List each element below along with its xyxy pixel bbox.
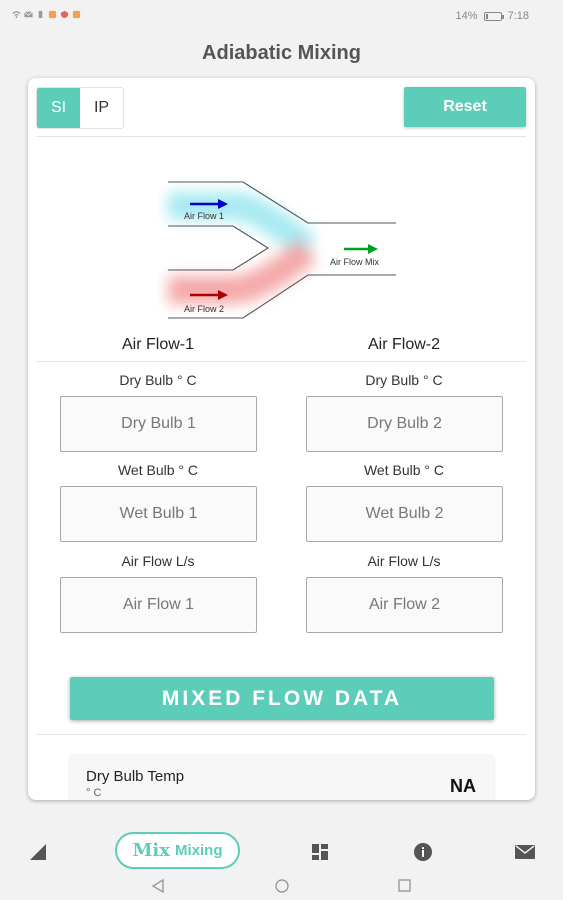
wet-bulb-2-input[interactable]: Wet Bulb 2 (306, 486, 503, 542)
clock: 7:18 (507, 10, 529, 22)
divider (36, 136, 526, 137)
air-flow-label: Air Flow L/s (367, 553, 441, 569)
ip-unit-button[interactable]: IP (80, 88, 123, 128)
mail-icon (24, 11, 33, 18)
unit-toggle: SI IP (36, 87, 124, 129)
triangle-icon[interactable] (26, 840, 50, 864)
info-icon[interactable] (411, 840, 435, 864)
mix-logo: Mix (132, 840, 171, 861)
nav-mixing-tab[interactable]: Mix Mixing (115, 832, 240, 869)
dry-bulb-label: Dry Bulb ° C (119, 372, 197, 388)
main-card: SI IP Reset Air Flow 1 Air Flow 2 Air Fl… (28, 78, 535, 800)
arrow-head-icon (368, 244, 378, 254)
flow1-diagram-label: Air Flow 1 (184, 211, 224, 221)
divider (36, 361, 526, 362)
mixed-flow-data-button[interactable]: MIXED FLOW DATA (70, 677, 494, 720)
air-flow-2-input[interactable]: Air Flow 2 (306, 577, 503, 633)
vpn-icon (60, 10, 69, 19)
app-icon (48, 10, 57, 19)
battery-level (485, 13, 488, 19)
notification-icons (12, 10, 81, 19)
dry-bulb-label: Dry Bulb ° C (365, 372, 443, 388)
result-unit: ° C (86, 787, 102, 799)
result-card: Dry Bulb Temp ° C NA (70, 754, 494, 800)
arrow-head-icon (218, 199, 228, 209)
wet-bulb-label: Wet Bulb ° C (363, 462, 445, 478)
home-icon[interactable] (275, 879, 289, 893)
sim-icon (38, 10, 43, 19)
air-flow-label: Air Flow L/s (121, 553, 195, 569)
bottom-nav: Mix Mixing (0, 820, 563, 880)
wet-bulb-label: Wet Bulb ° C (117, 462, 199, 478)
back-icon[interactable] (151, 878, 164, 894)
dry-bulb-1-input[interactable]: Dry Bulb 1 (60, 396, 257, 452)
wet-bulb-1-input[interactable]: Wet Bulb 1 (60, 486, 257, 542)
result-label: Dry Bulb Temp (86, 768, 185, 785)
mixing-diagram: Air Flow 1 Air Flow 2 Air Flow Mix (168, 181, 396, 319)
flow2-diagram-label: Air Flow 2 (184, 304, 224, 314)
status-right: 14% 7:18 (456, 10, 529, 22)
mail-icon[interactable] (513, 840, 537, 864)
result-value: NA (450, 776, 476, 796)
recents-icon[interactable] (398, 879, 411, 892)
status-bar: 14% 7:18 (0, 0, 563, 32)
dry-bulb-2-input[interactable]: Dry Bulb 2 (306, 396, 503, 452)
divider (36, 734, 526, 735)
flow2-header: Air Flow-2 (367, 336, 440, 353)
grid-icon[interactable] (308, 840, 332, 864)
nav-mixing-label: Mixing (175, 842, 223, 859)
app-icon (72, 10, 81, 19)
battery-icon (483, 11, 504, 21)
arrow-head-icon (218, 290, 228, 300)
reset-button[interactable]: Reset (404, 87, 526, 127)
wifi-icon (12, 11, 21, 19)
si-unit-button[interactable]: SI (37, 88, 80, 128)
page-title: Adiabatic Mixing (202, 42, 361, 64)
mix-diagram-label: Air Flow Mix (330, 257, 379, 267)
battery-percent: 14% (455, 10, 478, 22)
system-nav-bar (151, 878, 411, 894)
flow1-header: Air Flow-1 (121, 336, 194, 353)
air-flow-1-input[interactable]: Air Flow 1 (60, 577, 257, 633)
